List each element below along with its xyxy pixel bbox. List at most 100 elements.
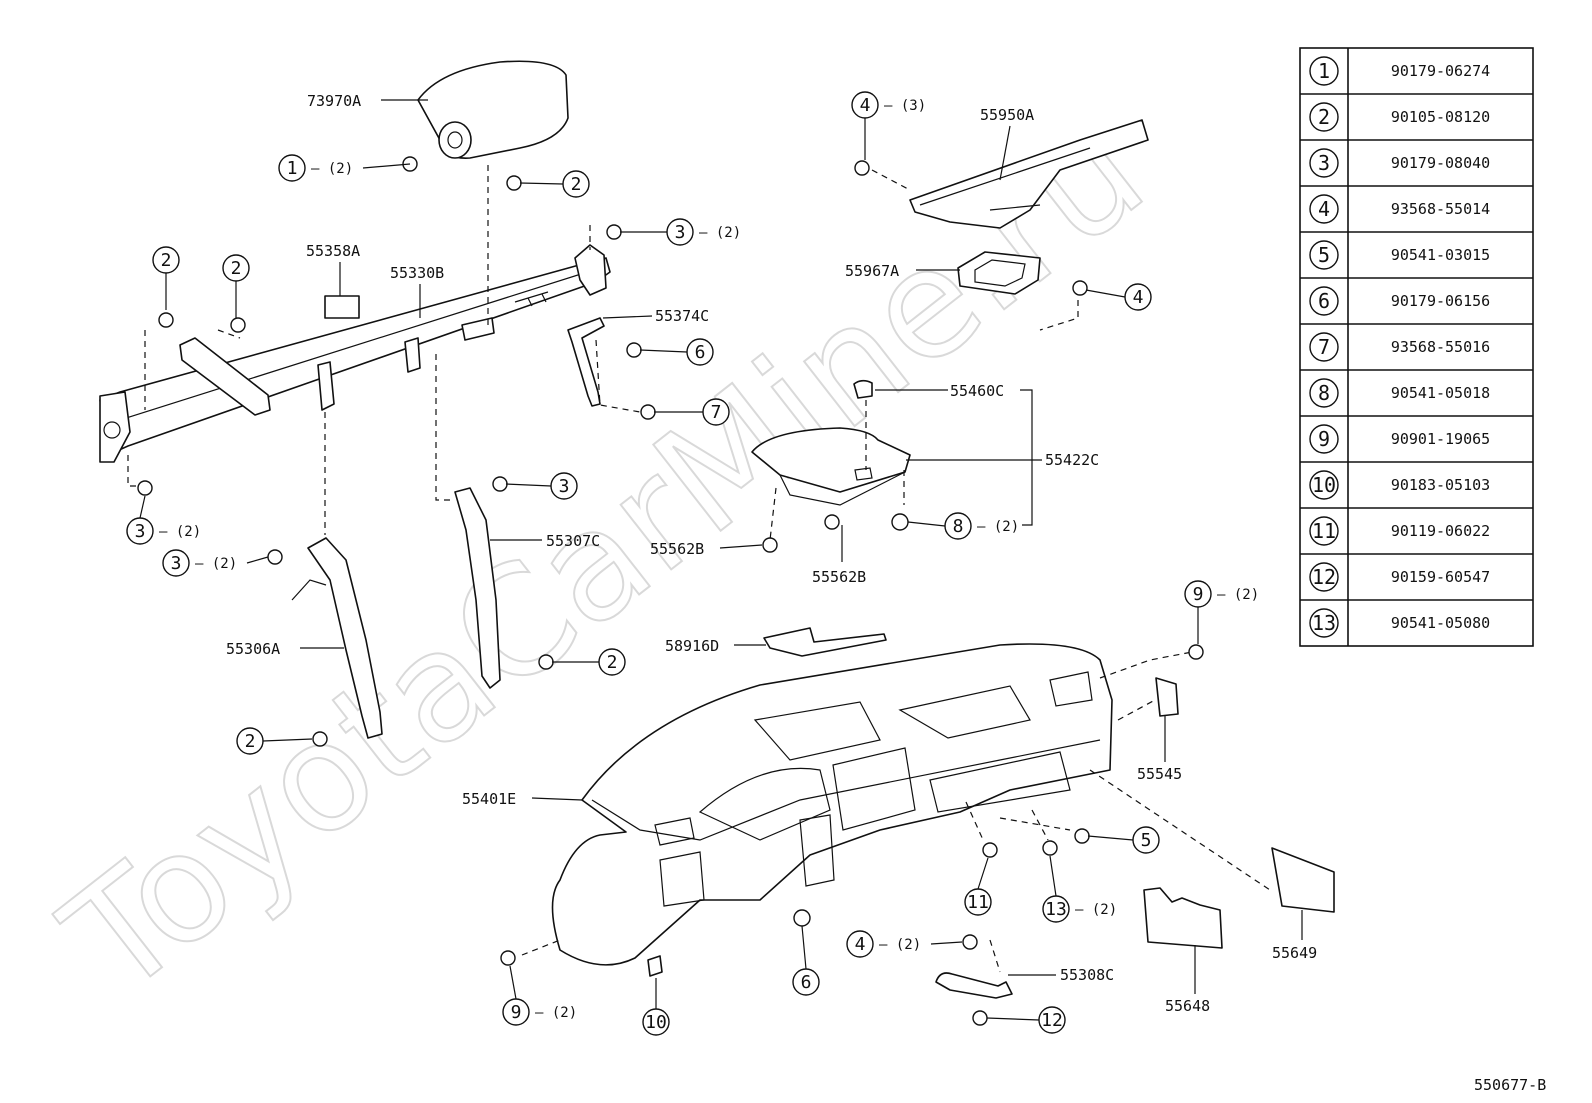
callout-c3-brk: 3 [505, 472, 578, 500]
callout-c3-mid: 3– (2) [162, 549, 269, 577]
legend-part-number: 90541-05080 [1391, 614, 1490, 632]
callout-circle [126, 517, 154, 545]
label-73970A: 73970A [307, 92, 361, 110]
callout-c8: 8– (2) [907, 512, 1019, 540]
callout-number: 12 [1041, 1010, 1063, 1031]
legend-part-number: 90119-06022 [1391, 522, 1490, 540]
callout-circle [1124, 283, 1152, 311]
legend-number-circle [1309, 240, 1339, 270]
callout-leader [246, 556, 269, 564]
airbag-assembly-73970A [417, 60, 569, 159]
legend-part-number: 90179-08040 [1391, 154, 1490, 172]
legend-row: 13 90541-05080 [1309, 608, 1490, 638]
legend-number-circle [1309, 562, 1339, 592]
legend-number: 7 [1318, 335, 1330, 359]
reinforcement-tube-55330B [99, 244, 611, 463]
legend-number: 3 [1318, 151, 1330, 175]
callout-c12: 12 [986, 1006, 1066, 1034]
callout-number: 2 [571, 174, 582, 195]
legend-part-number: 93568-55014 [1391, 200, 1490, 218]
callout-leader [930, 941, 963, 945]
label-55307C: 55307C [546, 532, 600, 550]
callout-quantity: – (3) [884, 98, 926, 114]
callout-leader [1085, 289, 1126, 298]
legend-number-circle [1309, 516, 1339, 546]
callout-quantity: – (2) [159, 524, 201, 540]
callout-leader [907, 521, 946, 527]
callout-c1-top: 1– (2) [278, 154, 411, 182]
cover-55648 [1143, 887, 1223, 949]
callout-leader [505, 483, 552, 487]
legend-number-circle [1309, 56, 1339, 86]
callout-number: 9 [511, 1002, 522, 1023]
callout-number: 4 [860, 95, 871, 116]
stopper-55460C [853, 379, 873, 399]
label-55950A: 55950A [980, 106, 1034, 124]
legend-part-number: 90541-03015 [1391, 246, 1490, 264]
callout-c9-right: 9– (2) [1184, 580, 1259, 644]
callout-leader [801, 925, 807, 970]
callout-number: 4 [1133, 287, 1144, 308]
callout-circle [562, 170, 590, 198]
label-55330B: 55330B [390, 264, 444, 282]
legend-part-number: 90105-08120 [1391, 108, 1490, 126]
callout-number: 3 [675, 222, 686, 243]
callout-circle [222, 254, 250, 282]
callout-c4-bot: 4– (2) [846, 930, 963, 958]
legend-number-circle [1309, 378, 1339, 408]
legend-number: 9 [1318, 427, 1330, 451]
callout-number: 4 [855, 934, 866, 955]
callout-circle [666, 218, 694, 246]
callout-quantity: – (2) [977, 519, 1019, 535]
label-55308C: 55308C [1060, 966, 1114, 984]
callout-number: 2 [245, 731, 256, 752]
callout-leader [1087, 835, 1134, 841]
callout-c6-bot: 6 [792, 925, 820, 996]
callout-leader [1049, 855, 1057, 897]
callout-number: 11 [967, 892, 989, 913]
label-55401E: 55401E [462, 790, 516, 808]
legend-row: 3 90179-08040 [1309, 148, 1490, 178]
legend-number: 8 [1318, 381, 1330, 405]
legend-number-circle [1309, 424, 1339, 454]
legend-number: 2 [1318, 105, 1330, 129]
legend-number: 13 [1312, 611, 1336, 635]
callout-c10: 10 [642, 978, 670, 1036]
callout-circle [846, 930, 874, 958]
callout-c2-brk: 2 [552, 648, 626, 676]
callout-leader [139, 495, 146, 519]
legend-row: 11 90119-06022 [1309, 516, 1490, 546]
legend-part-number: 90179-06274 [1391, 62, 1490, 80]
label-58916D: 58916D [665, 637, 719, 655]
brace-55307C [454, 487, 501, 689]
callout-circle [702, 398, 730, 426]
label-55306A: 55306A [226, 640, 280, 658]
callout-number: 6 [695, 342, 706, 363]
callout-number: 1 [287, 158, 298, 179]
callout-circle [964, 888, 992, 916]
callout-leader [362, 163, 411, 169]
bracket-55308C [935, 972, 1013, 999]
legend-number-circle [1309, 608, 1339, 638]
callout-c5: 5 [1087, 826, 1160, 854]
legend-number: 6 [1318, 289, 1330, 313]
label-55374C: 55374C [655, 307, 709, 325]
brace-55306A [307, 537, 383, 739]
callout-c6-mid: 6 [639, 338, 714, 366]
part-number-labels: 73970A 55358A 55330B 55374C 55307C 55306… [226, 92, 1317, 1015]
callout-quantity: – (2) [195, 556, 237, 572]
legend-number-circle [1309, 332, 1339, 362]
legend-number: 11 [1312, 519, 1336, 543]
bracket-55545 [1155, 677, 1179, 717]
legend-part-number: 90159-60547 [1391, 568, 1490, 586]
callout-circle [1038, 1006, 1066, 1034]
label-55460C: 55460C [950, 382, 1004, 400]
legend-number-circle [1309, 148, 1339, 178]
